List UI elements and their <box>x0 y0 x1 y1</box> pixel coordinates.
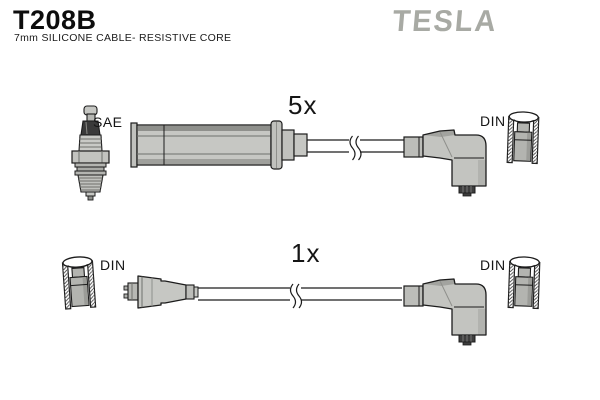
part-number: T208B <box>13 5 97 35</box>
distributor-boot-icon <box>123 275 199 309</box>
straight-boot-icon <box>130 120 308 170</box>
bottom-right-terminal-label: DIN <box>480 257 506 273</box>
bottom-left-terminal-label: DIN <box>100 257 126 273</box>
din-socket-section-icon <box>507 255 541 310</box>
bottom-quantity-label: 1x <box>291 238 321 268</box>
angled-din-boot-icon <box>403 129 487 197</box>
angled-din-boot-icon <box>403 278 487 346</box>
spark-plug-drawing <box>71 105 110 201</box>
din-socket-section-icon <box>506 110 540 165</box>
top-right-terminal-label: DIN <box>480 113 506 129</box>
bottom-cable-drawing <box>123 275 487 346</box>
spark-plug-icon <box>71 105 110 201</box>
cable-break-icon <box>349 135 362 161</box>
top-left-terminal-label: SAE <box>93 114 123 130</box>
product-subtitle: 7mm SILICONE CABLE- RESISTIVE CORE <box>14 32 232 44</box>
top-quantity-label: 5x <box>288 90 318 120</box>
cable-line <box>198 283 402 309</box>
cable-break-icon <box>289 283 303 309</box>
cable-line <box>307 135 405 161</box>
tesla-brand-logo: TESLA <box>391 5 500 39</box>
top-cable-drawing <box>130 120 487 197</box>
din-socket-section-icon <box>61 255 97 310</box>
